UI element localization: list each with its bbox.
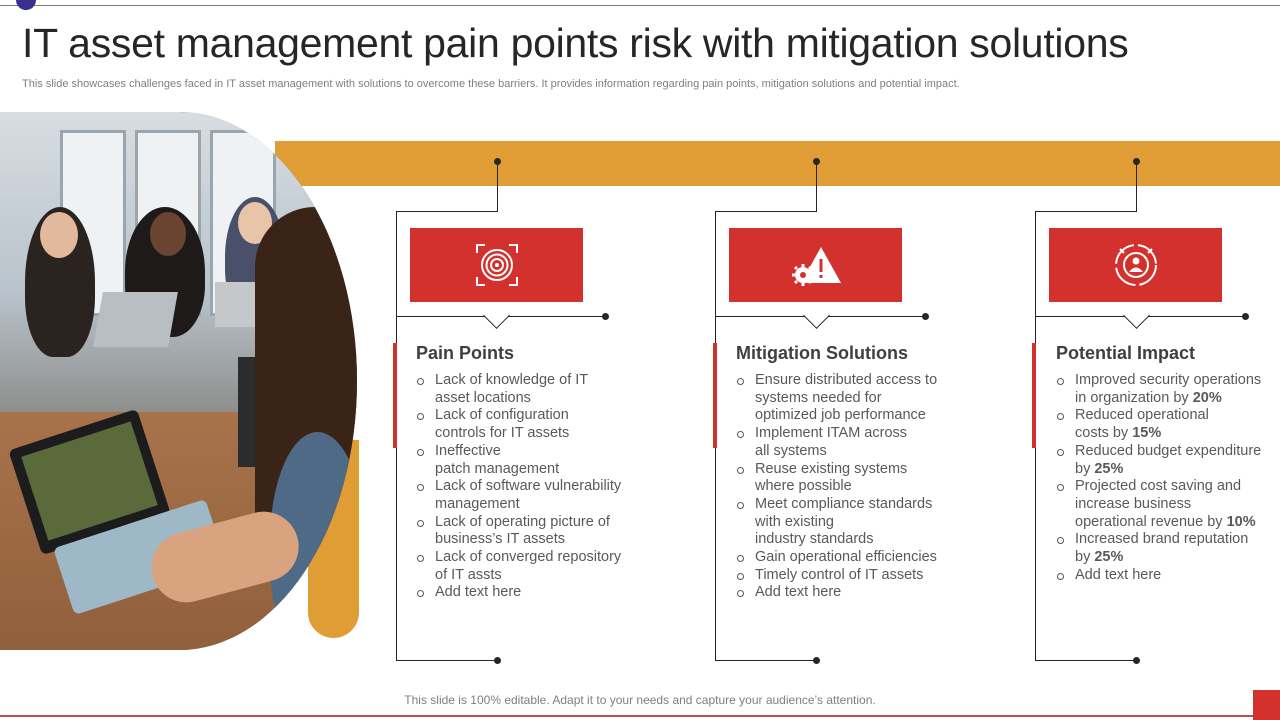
warning-gear-icon (791, 247, 841, 286)
connector-dot (813, 657, 820, 664)
connector-dot (1133, 657, 1140, 664)
list-item: Gain operational efficiencies (736, 549, 966, 567)
connector-line (715, 211, 817, 212)
top-divider (0, 5, 1280, 6)
orange-banner (275, 141, 1280, 186)
connector-dot (1242, 313, 1249, 320)
impact-heading: Potential Impact (1056, 343, 1196, 363)
slide-title: IT asset management pain points risk wit… (22, 20, 1129, 66)
connector-dot (494, 657, 501, 664)
list-item: Add text here (736, 584, 966, 602)
pain-points-heading: Pain Points (416, 343, 515, 363)
slide-subtitle: This slide showcases challenges faced in… (22, 78, 960, 90)
connector-dot (602, 313, 609, 320)
footer-note: This slide is 100% editable. Adapt it to… (404, 693, 876, 707)
impact-icon-box (1049, 228, 1222, 302)
connector-line (497, 161, 498, 212)
list-item: Add text here (416, 584, 641, 602)
pointer-notch (483, 302, 510, 329)
bottom-divider (0, 715, 1280, 717)
connector-line (715, 660, 817, 661)
pointer-notch (1123, 302, 1150, 329)
connector-line (1035, 660, 1137, 661)
target-icon (475, 244, 518, 286)
pointer-notch (803, 302, 830, 329)
list-item: Add text here (1056, 567, 1276, 585)
corner-decoration (1253, 690, 1280, 720)
pain-points-icon-box (410, 228, 583, 302)
mitigation-heading: Mitigation Solutions (736, 343, 908, 363)
heading-accent-bar (713, 343, 717, 448)
meeting-photo (0, 112, 357, 650)
connector-line (396, 211, 498, 212)
connector-line (816, 161, 817, 212)
connector-dot (922, 313, 929, 320)
heading-accent-bar (393, 343, 397, 448)
heading-accent-bar (1032, 343, 1036, 448)
connector-line (1136, 161, 1137, 212)
connector-line (1035, 211, 1137, 212)
corner-decoration (16, 0, 36, 10)
list-item: Timely control of IT assets (736, 567, 966, 585)
connector-line (396, 660, 498, 661)
mitigation-icon-box (729, 228, 902, 302)
impact-user-icon (1114, 244, 1157, 286)
